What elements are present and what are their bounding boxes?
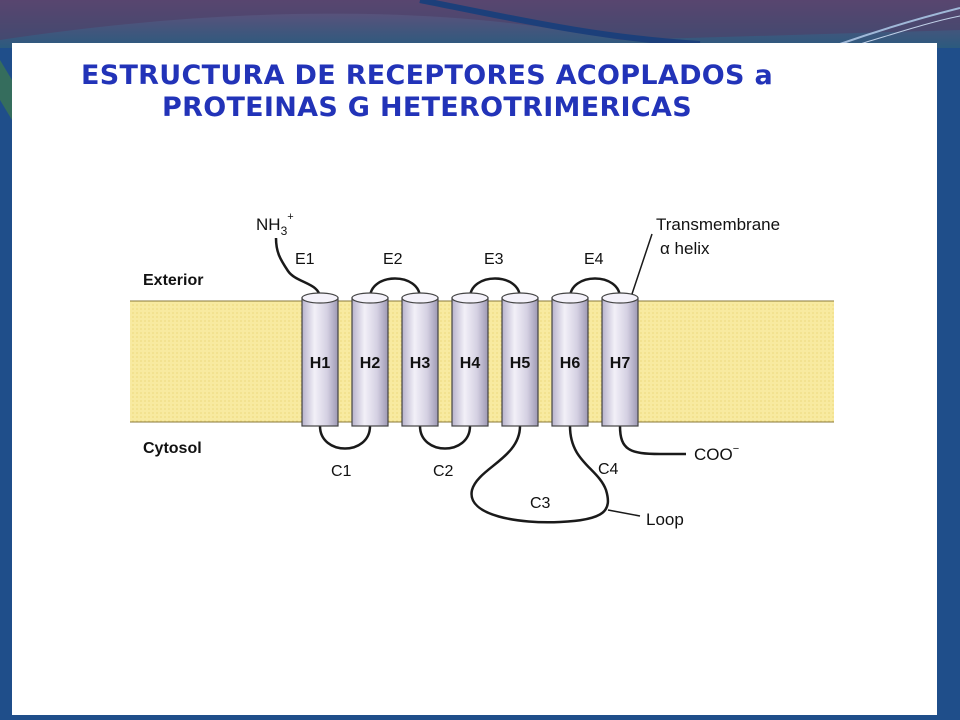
e3-label: E3: [484, 251, 504, 268]
helix-h1: H1: [301, 292, 339, 427]
cytosol-label: Cytosol: [143, 440, 202, 457]
e4-label: E4: [584, 251, 604, 268]
title-line-2: PROTEINAS G HETEROTRIMERICAS: [162, 92, 692, 123]
transmembrane-leader-line: [631, 233, 653, 295]
helix-h4: H4: [451, 292, 489, 427]
loop-label: Loop: [646, 510, 684, 529]
e2-label: E2: [383, 251, 403, 268]
exterior-label: Exterior: [143, 272, 203, 289]
helix-group: H1 H2 H3 H4 H5 H6 H7: [301, 292, 639, 427]
loop-leader-line: [607, 509, 641, 517]
transmembrane-label-line1: Transmembrane: [656, 215, 780, 234]
c-terminus-label: COO−: [694, 443, 739, 464]
slide-title: ESTRUCTURA DE RECEPTORES ACOPLADOS a PRO…: [12, 60, 842, 124]
c4-tail: [618, 425, 686, 456]
c3-loop: [470, 425, 610, 524]
c1-loop: [318, 425, 372, 450]
e1-label: E1: [295, 251, 315, 268]
e2-loop: [368, 277, 422, 299]
helix-label: H2: [360, 355, 381, 372]
transmembrane-label-line2: α helix: [660, 239, 710, 258]
c1-label: C1: [331, 463, 352, 480]
helix-label: H1: [310, 355, 331, 372]
e4-loop: [568, 277, 622, 299]
helix-h6: H6: [551, 292, 589, 427]
c4-label: C4: [598, 461, 619, 478]
e1-loop: [274, 237, 322, 299]
c2-label: C2: [433, 463, 454, 480]
c3-label: C3: [530, 495, 551, 512]
helix-label: H3: [410, 355, 431, 372]
n-terminus-label: NH3+: [256, 211, 294, 238]
helix-label: H4: [460, 355, 481, 372]
helix-label: H6: [560, 355, 581, 372]
helix-label: H5: [510, 355, 531, 372]
helix-label: H7: [610, 355, 631, 372]
title-line-1: ESTRUCTURA DE RECEPTORES ACOPLADOS a: [80, 60, 774, 91]
e3-loop: [468, 277, 522, 299]
helix-h3: H3: [401, 292, 439, 427]
c2-loop: [418, 425, 472, 450]
helix-h5: H5: [501, 292, 539, 427]
helix-h2: H2: [351, 292, 389, 427]
helix-h7: H7: [601, 292, 639, 427]
